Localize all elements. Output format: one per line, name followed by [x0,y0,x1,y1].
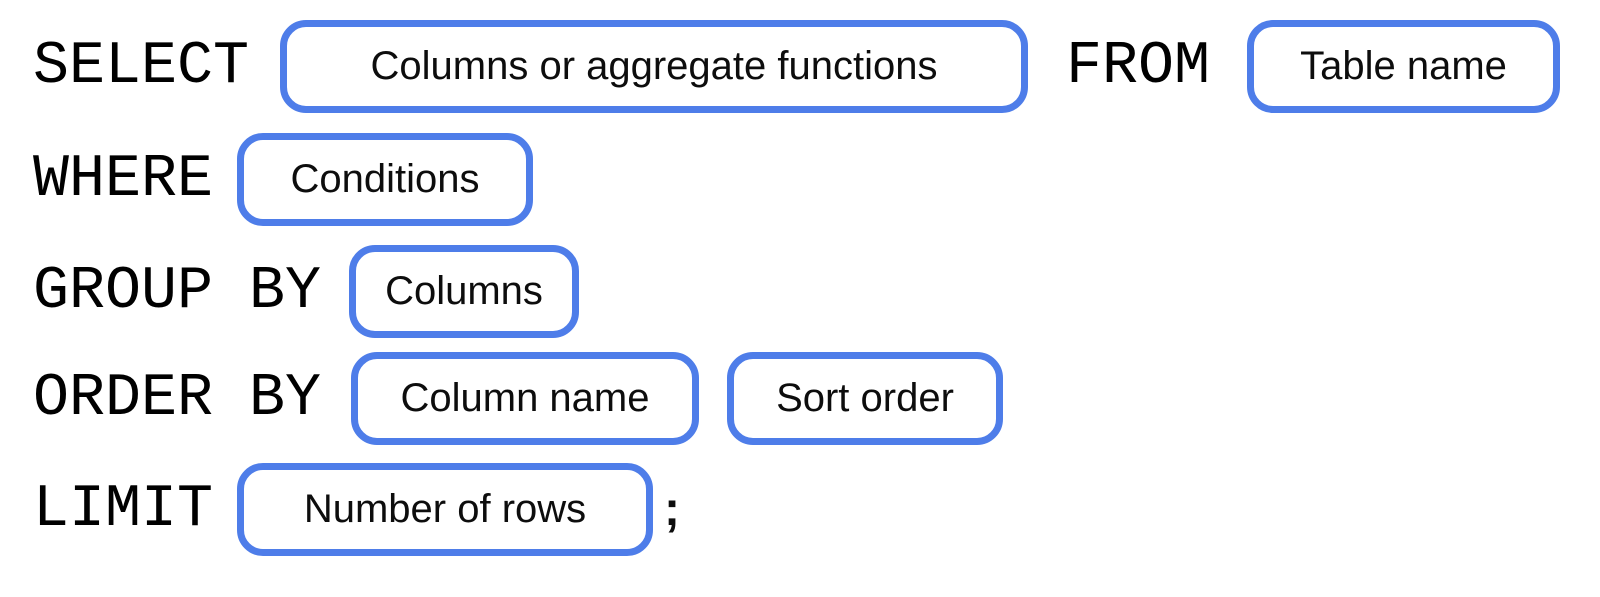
placeholder-pill-conditions: Conditions [237,133,533,226]
placeholder-pill-sort-order: Sort order [727,352,1003,445]
placeholder-pill-columns-or-aggregate-functions: Columns or aggregate functions [280,20,1028,113]
placeholder-pill-table-name: Table name [1247,20,1560,113]
placeholder-pill-columns: Columns [349,245,579,338]
keyword-select: SELECT [33,32,250,101]
statement-terminator-semicolon: ; [664,483,680,536]
keyword-group-by: GROUP BY [33,257,322,326]
keyword-limit: LIMIT [33,475,214,544]
keyword-order-by: ORDER BY [33,364,322,433]
placeholder-pill-column-name: Column name [351,352,699,445]
placeholder-pill-number-of-rows: Number of rows [237,463,653,556]
keyword-from: FROM [1066,32,1211,101]
keyword-where: WHERE [33,145,214,214]
